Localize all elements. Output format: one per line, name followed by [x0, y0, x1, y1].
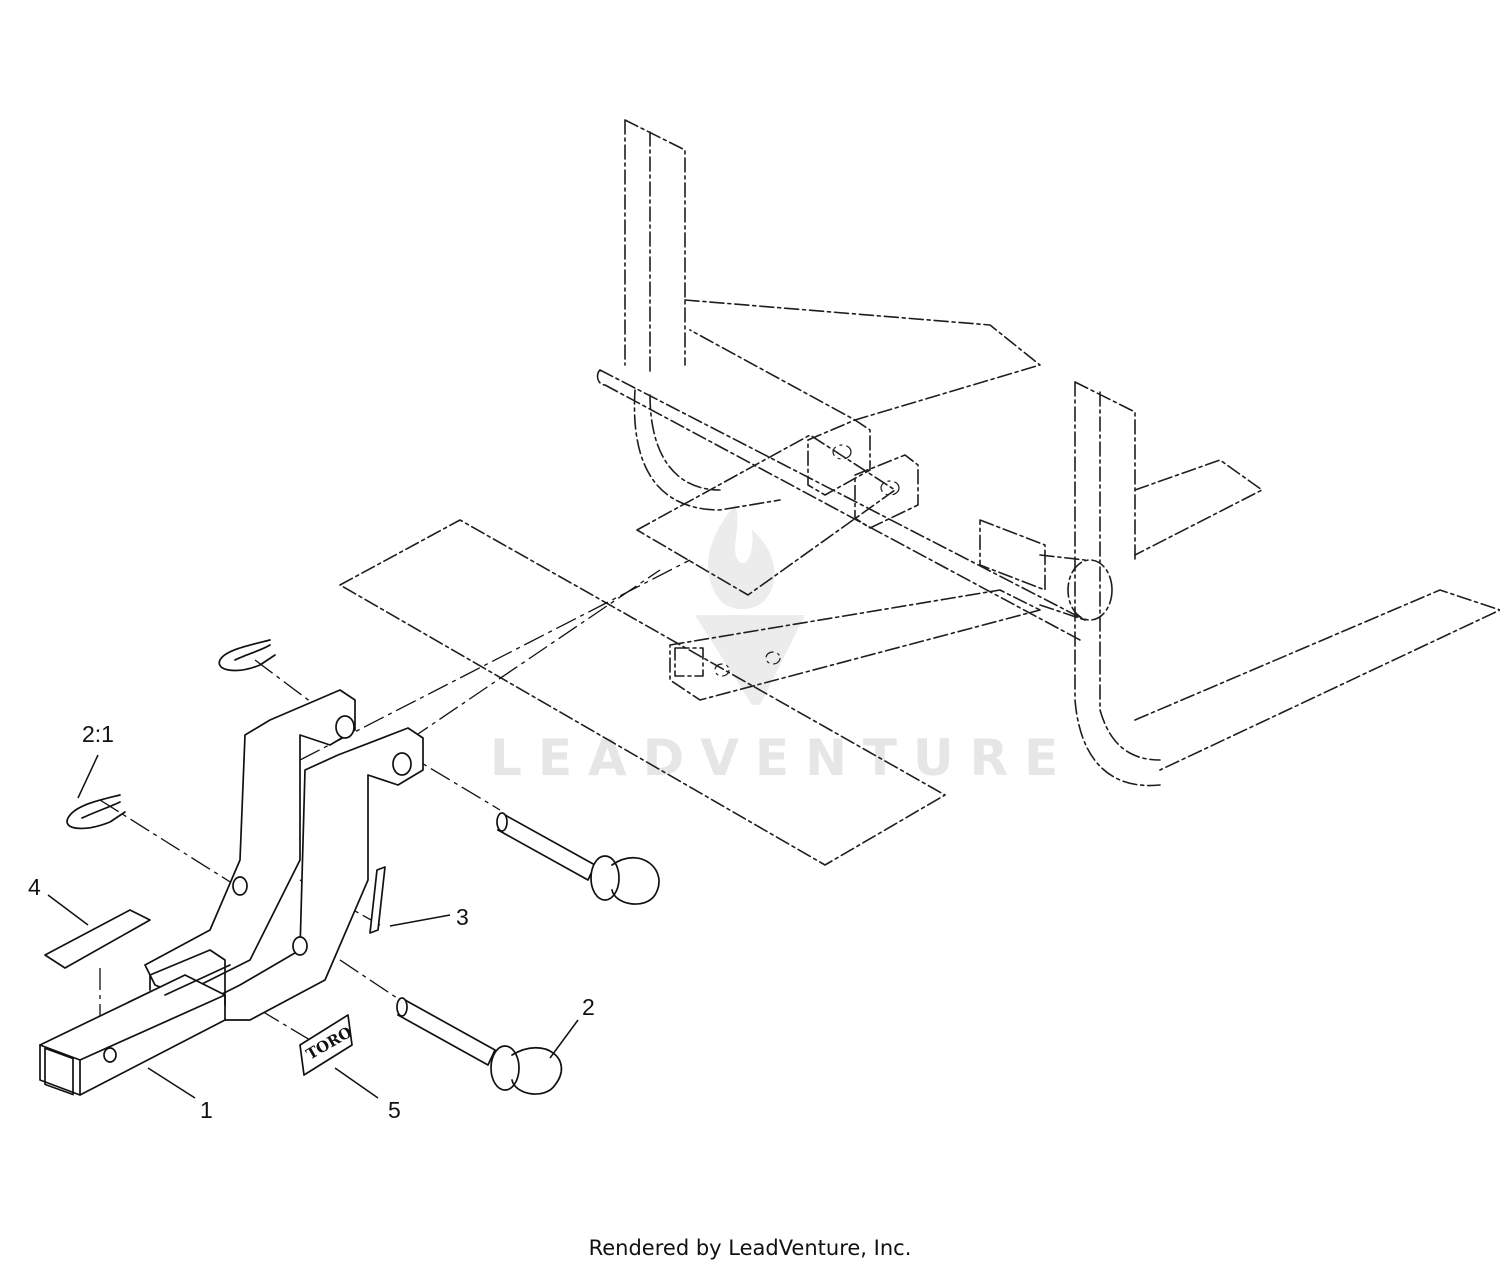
flat-plate — [44, 909, 151, 969]
callout-labels: 2:1 4 3 2 1 5 — [28, 721, 595, 1123]
tractor-frame-ghost — [339, 119, 1500, 866]
callout-2: 2 — [582, 994, 595, 1020]
toro-decal: TORO — [299, 1014, 355, 1076]
leadventure-flame-logo — [695, 505, 805, 705]
watermark: LEADVENTURE — [490, 505, 1074, 787]
hitch-pin-lower — [396, 997, 563, 1095]
callout-1: 1 — [200, 1097, 213, 1123]
callout-2-1: 2:1 — [82, 721, 114, 747]
hairpin-clip-upper — [218, 639, 276, 672]
callout-5: 5 — [388, 1097, 401, 1123]
leader-lines — [47, 754, 579, 1099]
rendered-by-footer: Rendered by LeadVenture, Inc. — [588, 1236, 912, 1260]
spacer-strip — [369, 866, 386, 934]
callout-3: 3 — [456, 904, 469, 930]
callout-4: 4 — [28, 874, 41, 900]
hairpin-clip-lower — [66, 794, 126, 830]
hitch-pin-upper — [496, 812, 660, 905]
hitch-receiver-bracket — [39, 689, 424, 1096]
watermark-text: LEADVENTURE — [490, 729, 1074, 787]
